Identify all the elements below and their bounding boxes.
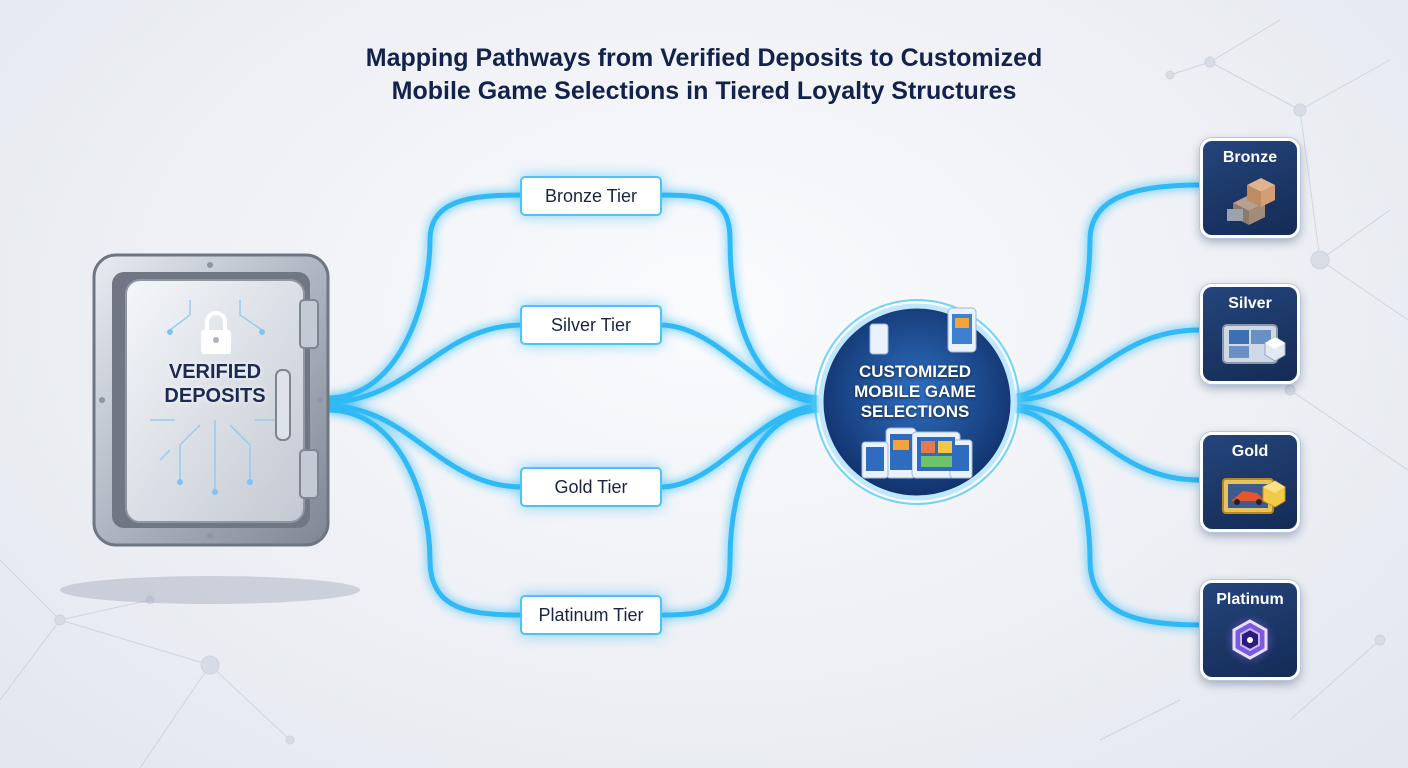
page-title: Mapping Pathways from Verified Deposits … (204, 42, 1204, 108)
silver-puzzle-icon (1222, 324, 1286, 364)
mobile-devices-icon (861, 307, 977, 479)
platinum-gem-icon (1224, 614, 1276, 666)
source-label: VERIFIED DEPOSITS (140, 360, 290, 408)
reward-label-silver: Silver (1228, 295, 1272, 312)
vault-shadow (60, 576, 360, 604)
flow-hub-bronze (1009, 182, 1203, 399)
hub-label-line-3: SELECTIONS (860, 402, 970, 421)
hub-label: CUSTOMIZED MOBILE GAME SELECTIONS (820, 362, 1010, 422)
gold-racing-icon (1222, 478, 1286, 514)
reward-tile-bronze: Bronze (1200, 138, 1300, 238)
flow-vault-silver (325, 322, 525, 405)
flow-lines (325, 182, 1203, 628)
reward-tile-platinum: Platinum (1200, 580, 1300, 680)
flow-bronze-hub (657, 192, 825, 401)
source-label-line-2: DEPOSITS (164, 385, 266, 407)
flow-vault-platinum (325, 407, 525, 618)
tier-label-gold: Gold Tier (520, 467, 662, 507)
reward-tile-silver: Silver (1200, 284, 1300, 384)
vault-icon (92, 253, 330, 547)
flow-hub-gold (1009, 403, 1203, 483)
title-line-2: Mobile Game Selections in Tiered Loyalty… (391, 77, 1017, 105)
flow-silver-hub (657, 322, 825, 405)
reward-label-bronze: Bronze (1222, 149, 1278, 166)
reward-label-platinum: Platinum (1216, 591, 1284, 608)
reward-tile-gold: Gold (1200, 432, 1300, 532)
tier-label-bronze: Bronze Tier (520, 176, 662, 216)
flow-vault-gold (325, 403, 525, 490)
title-line-1: Mapping Pathways from Verified Deposits … (365, 44, 1043, 72)
network-decoration (0, 19, 1408, 768)
tier-label-silver: Silver Tier (520, 305, 662, 345)
tier-label-platinum: Platinum Tier (520, 595, 662, 635)
flow-gold-hub (657, 403, 825, 490)
hub-label-line-1: CUSTOMIZED (858, 362, 972, 381)
source-label-line-1: VERIFIED (168, 361, 262, 383)
hub-label-line-2: MOBILE GAME (854, 382, 976, 401)
flow-platinum-hub (657, 407, 825, 618)
flow-hub-silver (1009, 327, 1203, 403)
flow-hub-platinum (1009, 407, 1203, 628)
flow-vault-bronze (325, 192, 525, 401)
reward-label-gold: Gold (1231, 443, 1269, 460)
bronze-blocks-icon (1227, 178, 1275, 225)
